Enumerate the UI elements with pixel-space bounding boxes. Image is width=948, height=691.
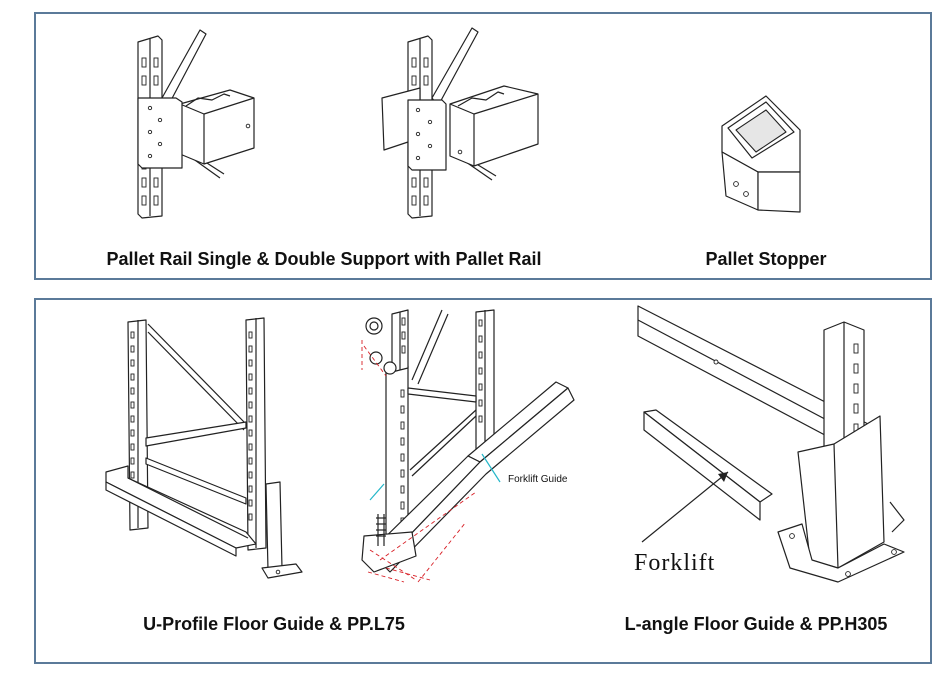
u-profile-detail-drawing: Forklift Guide <box>361 309 575 583</box>
caption-l-angle: L-angle Floor Guide & PP.H305 <box>624 614 888 634</box>
u-profile-frame-drawing <box>105 317 303 579</box>
caption-pallet-stopper: Pallet Stopper <box>705 249 827 269</box>
caption-rail-support: Pallet Rail Single & Double Support with… <box>106 249 542 269</box>
caption-u-profile: U-Profile Floor Guide & PP.L75 <box>143 614 405 634</box>
l-angle-guide-drawing: Forklift <box>634 305 905 583</box>
single-rail-support-drawing <box>137 29 255 219</box>
pallet-stopper-drawing <box>721 95 801 213</box>
label-forklift-guide: Forklift Guide <box>508 474 568 485</box>
label-forklift: Forklift <box>634 550 715 576</box>
double-rail-support-drawing <box>381 27 539 219</box>
